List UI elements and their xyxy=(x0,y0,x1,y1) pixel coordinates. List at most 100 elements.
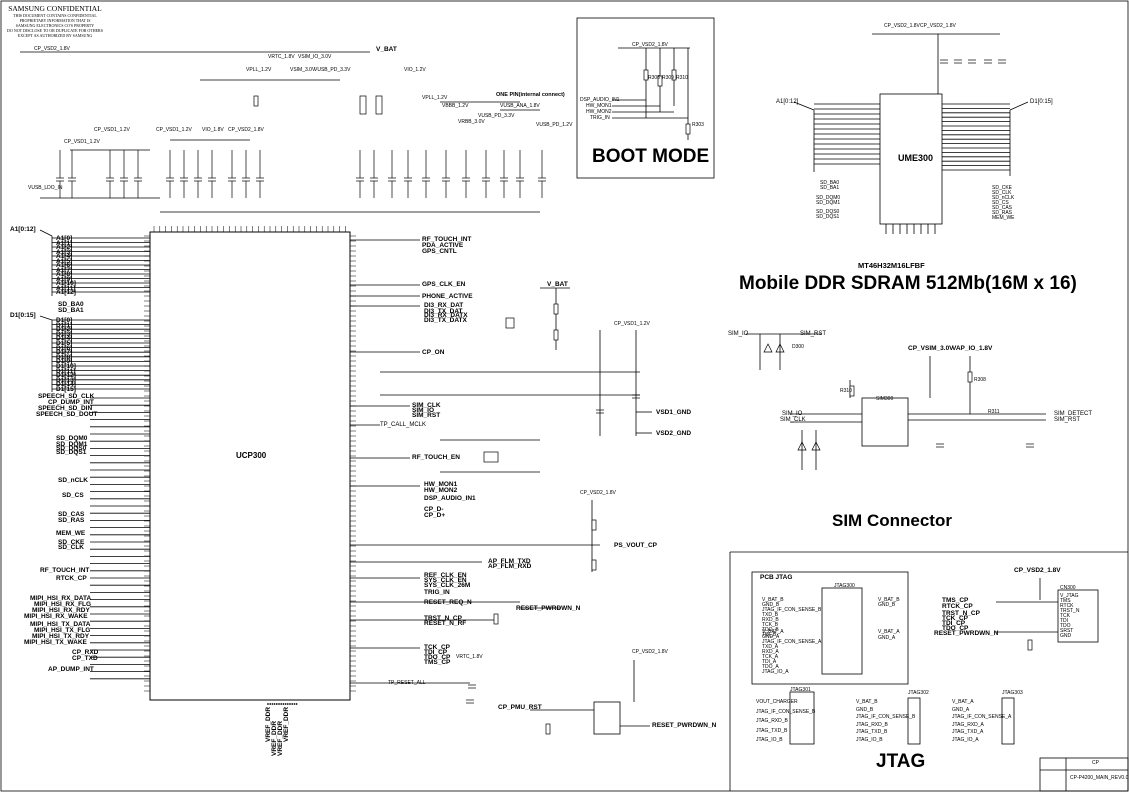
mem-pin: SD_BA0 xyxy=(820,180,840,186)
cn-pin: TDI xyxy=(1060,618,1069,624)
sd-dq-label: SD_DQS1 xyxy=(56,449,87,456)
pin-dot xyxy=(282,703,285,705)
net-label: RF_TOUCH_EN xyxy=(412,454,460,461)
data-pin-label: D1[12] xyxy=(56,372,76,380)
misc-rail: VRTC_1.8V xyxy=(456,654,483,660)
net-label: DI3_RX_DATX xyxy=(424,312,468,319)
jtag-conn: JTAG301 xyxy=(790,687,811,693)
resistor xyxy=(1027,639,1033,651)
jtag-bottom-pin: JTAG_IF_CON_SENSE_B xyxy=(756,708,816,715)
speech-label: SPEECH_SD_CLK xyxy=(38,393,95,400)
jtag-bottom-pin: JTAG_RXD_B xyxy=(856,721,888,728)
confidential-line: SAMSUNG ELECTRONICS CO'S PROPERTY xyxy=(15,23,95,28)
mipi-label: MIPI_HSI_RX_WAKE xyxy=(24,613,88,620)
data-pin-label: D1[14] xyxy=(56,381,76,389)
cn-pin: TRST_N xyxy=(1060,608,1080,614)
cn-label: CN300 xyxy=(1060,585,1076,591)
cn-pin: TCK xyxy=(1060,613,1070,619)
boot-signal: HW_MON1 xyxy=(586,103,612,109)
boot-signal: HW_MON2 xyxy=(586,109,612,115)
mem-rail: CP_VSD2_1.8V xyxy=(884,23,920,29)
addr-bus-label: A1[0:12] xyxy=(10,226,36,233)
jtag-bottom-pin: GND_B xyxy=(856,706,874,713)
misc-rail: CP_VSD2_1.8V xyxy=(632,649,668,655)
pin-dot xyxy=(280,703,283,705)
addr-pin-label: A1[10] xyxy=(56,280,76,287)
net-label: SYS_CLK_26M xyxy=(424,582,471,589)
boot-resistor: R309 xyxy=(662,75,674,81)
sim-resistor: R310 xyxy=(840,388,852,394)
data-pin-label: D1[3] xyxy=(56,330,73,338)
jtag-bottom-pin: JTAG_RXD_B xyxy=(756,718,788,724)
net-label: CP_ON xyxy=(422,349,445,356)
data-pin-label: D1[13] xyxy=(56,376,76,384)
jtag-conn: JTAG302 xyxy=(908,690,929,696)
jtag-bottom-pin: JTAG_IF_CON_SENSE_A xyxy=(952,714,1012,720)
net-label: DI3_RX_DAT xyxy=(424,302,464,309)
dump-label: AP_DUMP_INT xyxy=(48,666,94,673)
data-pin-label: D1[2] xyxy=(56,326,73,334)
one-pin-note: ONE PIN(internal connect) xyxy=(496,92,565,98)
jtag-left-pin: RXD_B xyxy=(762,617,779,623)
sim-diode: D300 xyxy=(792,344,804,350)
net-label: DSP_AUDIO_IN1 xyxy=(424,495,476,502)
jtag-bottom-pin: JTAG_TXD_B xyxy=(856,729,888,735)
data-pin-label: D1[4] xyxy=(56,335,73,343)
jtag-bottom-pin: GND_A xyxy=(952,706,970,713)
jtag-left-pin: TDI_A xyxy=(762,659,777,665)
cp-uart-label: CP_TXD xyxy=(72,655,98,662)
mipi-label: MIPI_HSI_TX_DATA xyxy=(30,621,91,628)
ctrl-label: RF_TOUCH_INT xyxy=(40,567,90,574)
memory-part-number: MT46H32M16LFBF xyxy=(858,261,925,270)
data-pin-label: D1[11] xyxy=(56,367,76,375)
vref-label: VREF_DDR xyxy=(283,706,290,742)
jtag-bottom-pin: V_BAT_A xyxy=(952,699,974,705)
rail-label: VUSB_ANA_1.8V xyxy=(500,103,540,109)
addr-pin-label: A1[3] xyxy=(56,248,73,256)
mem-pin: SD_DQM0 xyxy=(816,195,841,201)
sd-misc-label: SD_nCLK xyxy=(58,477,88,484)
rail-label: VIO_1.8V xyxy=(202,127,224,133)
jtag-left-pin: TDO_A xyxy=(762,664,779,670)
jtag-cp-signal: RTCK_CP xyxy=(942,603,973,610)
boot-mode-title: BOOT MODE xyxy=(592,146,710,167)
title-block-company: CP xyxy=(1092,760,1099,766)
bank-label: SD_BA0 xyxy=(58,301,84,308)
jtag-right: V_BAT_A xyxy=(878,629,900,635)
mem-pin: SD_DQM1 xyxy=(816,200,841,206)
mipi-label: MIPI_HSI_TX_WAKE xyxy=(24,639,87,646)
cp-uart-label: CP_RXD xyxy=(72,649,99,656)
sim-out: SIM_RST xyxy=(1054,417,1081,423)
net-label: CP_PMU_RST xyxy=(498,704,542,711)
resistor xyxy=(643,69,649,81)
inductor xyxy=(359,95,367,115)
data-pin-label: D1[9] xyxy=(56,358,73,366)
speech-label: SPEECH_SD_DIN xyxy=(38,405,93,412)
data-pin-label: D1[15] xyxy=(56,386,76,393)
jtag-cp-signal: TRST_N_CP xyxy=(942,610,980,617)
rail-label: VUSB_PD_3.3V xyxy=(478,113,515,119)
net-label: TP_CALL_MCLK xyxy=(380,422,427,428)
sd-misc-label: MEM_WE xyxy=(56,530,86,537)
net-label: RESET_PWRDWN_N xyxy=(516,605,581,612)
jtag-bottom-pin: JTAG_IF_CON_SENSE_B xyxy=(856,714,916,720)
sim-net: SIM_RST xyxy=(800,331,827,337)
jtag-bottom-pin: JTAG_IO_B xyxy=(756,737,783,743)
rail-label: CP_VSD2_1.8V xyxy=(34,46,70,52)
speech-label: SPEECH_SD_DOUT xyxy=(36,411,98,418)
jtag-cp-signal: TCK_CP xyxy=(942,615,969,622)
confidential-line: EXCEPT AS AUTHORIZED BY SAMSUNG xyxy=(17,33,93,38)
resistor xyxy=(553,303,559,315)
data-pin-label: D1[5] xyxy=(56,340,73,347)
misc-rail: CP_VSD2_1.8V xyxy=(580,490,616,496)
pin-dot xyxy=(273,703,276,705)
addr-pin-label: A1[6] xyxy=(56,262,73,269)
jtag-right: V_BAT_B xyxy=(878,597,900,603)
net-label: GPS_CNTL xyxy=(422,248,457,255)
mipi-label: MIPI_HSI_RX_RDY xyxy=(32,607,90,614)
sim-signal: SIM_IO xyxy=(782,411,803,417)
boot-rail: CP_VSD2_1.8V xyxy=(632,42,668,48)
jtag-left-pin: JTAG_IF_CON_SENSE_B xyxy=(762,607,822,613)
resistor xyxy=(685,123,691,135)
